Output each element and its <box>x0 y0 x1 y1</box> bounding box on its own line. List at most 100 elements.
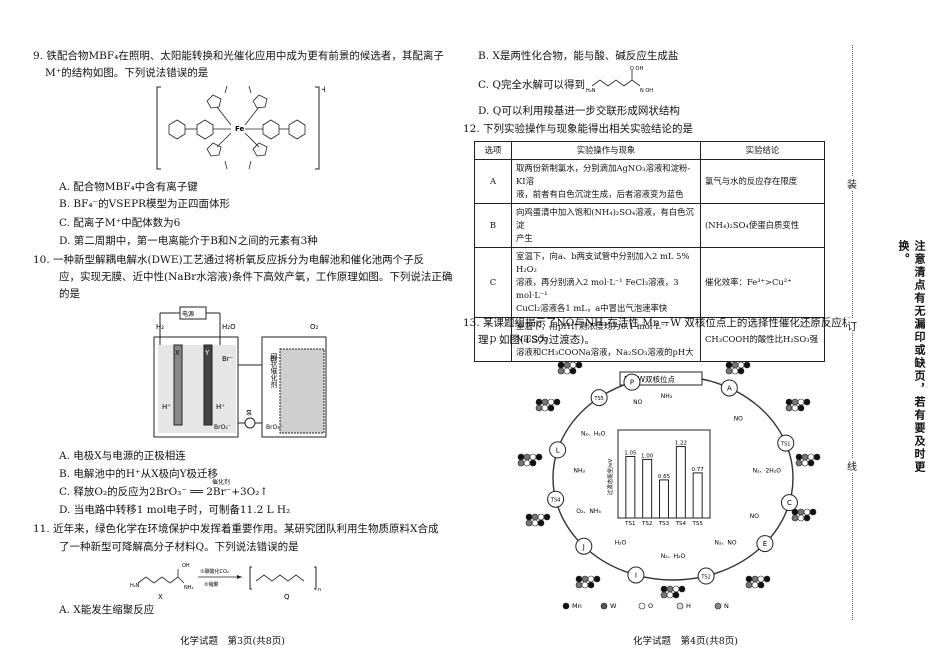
atom <box>803 508 811 516</box>
q11-option-c: C. Q完全水解可以得到 <box>478 79 585 91</box>
cycle-node-label: I <box>635 572 637 580</box>
legend-label: O <box>648 602 653 610</box>
atom <box>797 404 805 412</box>
cycle-node <box>697 567 715 585</box>
atom <box>557 361 565 369</box>
species-label: NH₃ <box>661 393 673 400</box>
atom <box>535 404 543 412</box>
atom <box>593 575 601 583</box>
atom <box>531 519 539 527</box>
label-x: X <box>158 593 163 601</box>
atom <box>725 367 733 375</box>
bar-ts3 <box>659 479 669 519</box>
svg-text:n: n <box>318 587 321 593</box>
cycle-node-label: J <box>582 543 585 551</box>
atom <box>537 513 545 521</box>
q9-option-b: B. BF₄⁻的VSEPR模型为正四面体形 <box>59 198 231 210</box>
binding-ding: 订 <box>847 318 857 333</box>
x-tick-label: TS3 <box>658 521 670 527</box>
atom <box>797 398 805 406</box>
atom <box>803 514 811 522</box>
atom <box>763 575 771 583</box>
table-row: B 向鸡蛋清中加入饱和(NH₄)₂SO₄溶液，有白色沉淀产生 (NH₄)₂SO₄… <box>474 203 825 248</box>
bar-value-label: 1.05 <box>624 451 637 457</box>
atom <box>737 361 745 369</box>
atom <box>547 398 555 406</box>
col-conclusion: 实验结论 <box>700 141 825 160</box>
q10-option-a: A. 电极X与电源的正极相连 <box>59 450 186 462</box>
x-tick-label: TS5 <box>691 521 703 527</box>
atom <box>541 404 549 412</box>
legend-label: Mn <box>572 602 582 610</box>
svg-text:NH₂: NH₂ <box>184 585 194 591</box>
row-option: A <box>474 159 512 204</box>
atom <box>660 591 668 599</box>
q11-option-a: A. X能发生缩聚反应 <box>59 604 155 616</box>
power-label: 电源 <box>182 310 194 318</box>
species-label: N₂、H₂O <box>661 553 686 560</box>
atom <box>731 361 739 369</box>
op-line: 产生 <box>516 233 533 243</box>
atom <box>785 404 793 412</box>
q10-option-d: D. 当电路中转移1 mol电子时，可制备11.2 L H₂ <box>59 504 291 516</box>
bar-ts4 <box>675 446 686 519</box>
atom <box>785 398 793 406</box>
svg-text:H₂N: H₂N <box>130 583 140 589</box>
q9-stem: 9. 铁配合物MBF₄在照明、太阳能转换和光催化应用中成为更有前景的候选者，其配… <box>33 50 444 62</box>
atom <box>587 581 595 589</box>
atom <box>581 575 589 583</box>
binding-xian: 线 <box>847 458 857 473</box>
cycle-node <box>590 389 608 407</box>
op-line: 室温下，向a、b两支试管中分别加入2 mL 5% H₂O₂ <box>516 251 690 274</box>
cycle-node-label: L <box>556 446 560 454</box>
row-option: C <box>474 247 512 318</box>
species-label: NO <box>633 399 642 406</box>
atom <box>672 585 680 593</box>
atom <box>660 585 668 593</box>
species-label: H₂O <box>615 539 627 546</box>
electrode-y-label: Y <box>204 349 210 357</box>
h-plus-label: H⁺ <box>162 403 171 411</box>
cycle-node-label: TS2 <box>700 575 710 581</box>
atom <box>563 361 571 369</box>
atom <box>525 513 533 521</box>
atom <box>543 513 551 521</box>
op-line: 液，前者有白色沉淀生成，后者溶液变为蓝色 <box>516 189 684 199</box>
svg-text:H₂N: H₂N <box>586 88 596 94</box>
species-label: O₂、NH₃ <box>576 508 601 515</box>
op-line: 溶液和CH₃COONa溶液，Na₂SO₃溶液的pH大 <box>516 347 694 357</box>
row-operation: 取两份新制氯水，分别滴加AgNO₃溶液和淀粉-KI溶液，前者有白色沉淀生成，后者… <box>511 159 701 204</box>
br-label-2: Br⁻ <box>270 355 282 363</box>
catalytic-cycle-figure: Mn-W双核位点 过渡态能垒/eV1.05TS11.00TS20.65TS31.… <box>517 361 821 610</box>
barrier-chart: 过渡态能垒/eV1.05TS11.00TS20.65TS31.22TS40.77… <box>606 429 711 527</box>
atom <box>751 581 759 589</box>
reaction-step-2: ②缩聚 <box>204 581 218 588</box>
atom <box>523 459 531 467</box>
table-row: A 取两份新制氯水，分别滴加AgNO₃溶液和淀粉-KI溶液，前者有白色沉淀生成，… <box>474 159 825 204</box>
op-line: CuCl₂溶液各1 mL，a中冒出气泡速率快 <box>516 303 668 313</box>
atom <box>672 591 680 599</box>
atom <box>791 514 799 522</box>
fe-complex-figure: + Fe <box>156 85 325 170</box>
atom <box>529 453 537 461</box>
q9-option-c: C. 配离子M⁺中配体数为6 <box>59 217 181 229</box>
complex-charge: + <box>321 85 325 95</box>
legend-label: W <box>610 602 617 610</box>
bar-value-label: 0.77 <box>692 467 705 473</box>
q10-option-c: C. 释放O₂的反应为2BrO₃⁻ ══ 2Br⁻+3O₂↑ <box>59 486 269 498</box>
cycle-node-label: C <box>787 499 792 507</box>
q10-stem-2: 应，实现无膜、近中性(NaBr水溶液)条件下高效产氧，工作原理如图。下列说法正确 <box>59 271 453 283</box>
species-label: NO <box>750 513 759 520</box>
atom <box>517 453 525 461</box>
replace-notice: 注意清点有无漏印或缺页，若有要及时更换。 <box>897 240 926 474</box>
row-conclusion: 催化效率：Fe³⁺>Cu²⁺ <box>700 247 825 318</box>
cycle-node <box>623 373 641 391</box>
species-label: N₂、NO <box>715 539 737 546</box>
fe-center: Fe <box>235 125 244 133</box>
atom <box>803 398 811 406</box>
atom <box>537 519 545 527</box>
atom <box>809 508 817 516</box>
q11-stem-2: 了一种新型可降解高分子材料Q。下列说法错误的是 <box>59 541 299 553</box>
bar-ts5 <box>692 472 703 519</box>
